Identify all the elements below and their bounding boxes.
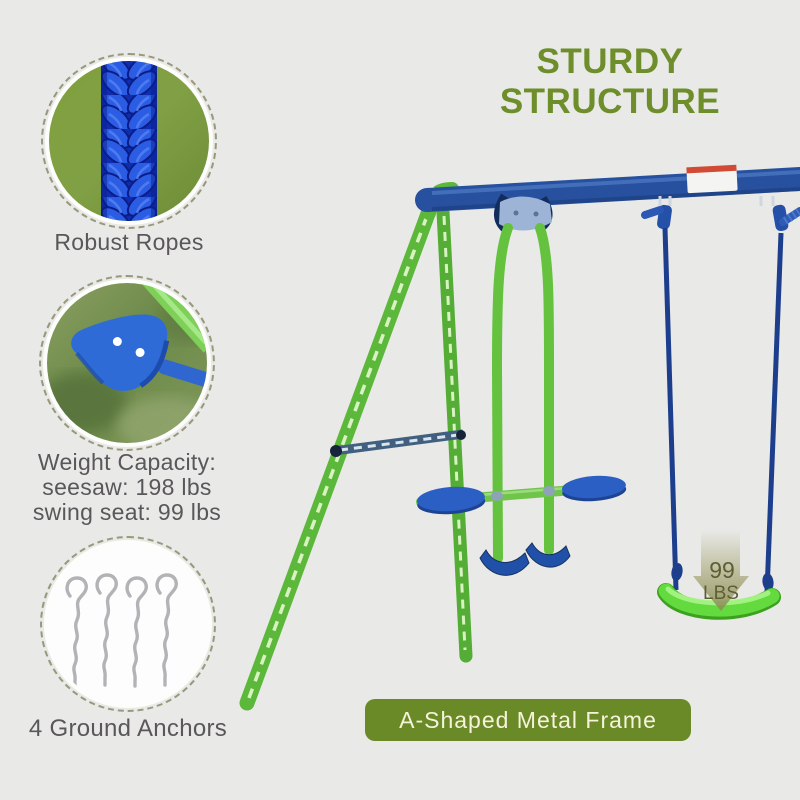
rope-photo (45, 57, 213, 225)
callout-label-ground-anchors: 4 Ground Anchors (28, 715, 228, 742)
capacity-badge: 99 LBS (693, 530, 749, 611)
callout-ground-anchors (40, 536, 216, 712)
swing-seat (657, 583, 781, 620)
glider-footrest-left (479, 549, 530, 576)
glider-footrest-right (525, 542, 571, 568)
callout-weight-capacity (39, 275, 215, 451)
swing-hanger-right (759, 196, 800, 232)
glider-hanger (499, 196, 552, 231)
weight-capacity-line1: Weight Capacity: (37, 449, 217, 475)
capacity-badge-unit: LBS (703, 583, 739, 604)
swing-hanger-left (641, 196, 672, 230)
ground-anchors-icon (48, 544, 208, 704)
feature-banner-text: A-Shaped Metal Frame (399, 706, 657, 733)
callout-label-weight-capacity: Weight Capacity: seesaw: 198 lbs swing s… (17, 450, 237, 525)
capacity-badge-value: 99 (709, 557, 735, 583)
cross-brace (330, 429, 466, 457)
swing-ropes (662, 227, 784, 593)
feature-banner: A-Shaped Metal Frame (365, 699, 691, 741)
glider (416, 193, 627, 576)
weight-capacity-line2: seesaw: 198 lbs (42, 474, 212, 500)
glider-seat-left (417, 486, 486, 515)
seesaw-seat-photo (43, 279, 211, 447)
callout-robust-ropes (41, 53, 217, 229)
top-beam (415, 164, 800, 212)
ground-anchors-photo (44, 540, 212, 708)
seesaw-seat-icon (47, 283, 207, 443)
braided-rope-icon (49, 61, 209, 221)
a-frame (239, 182, 473, 711)
beam-warning-label (686, 164, 738, 194)
callout-label-robust-ropes: Robust Ropes (54, 229, 204, 255)
weight-capacity-line3: swing seat: 99 lbs (32, 499, 222, 525)
page-title: STURDY STRUCTURE (499, 42, 721, 121)
glider-seat-right (561, 475, 627, 502)
